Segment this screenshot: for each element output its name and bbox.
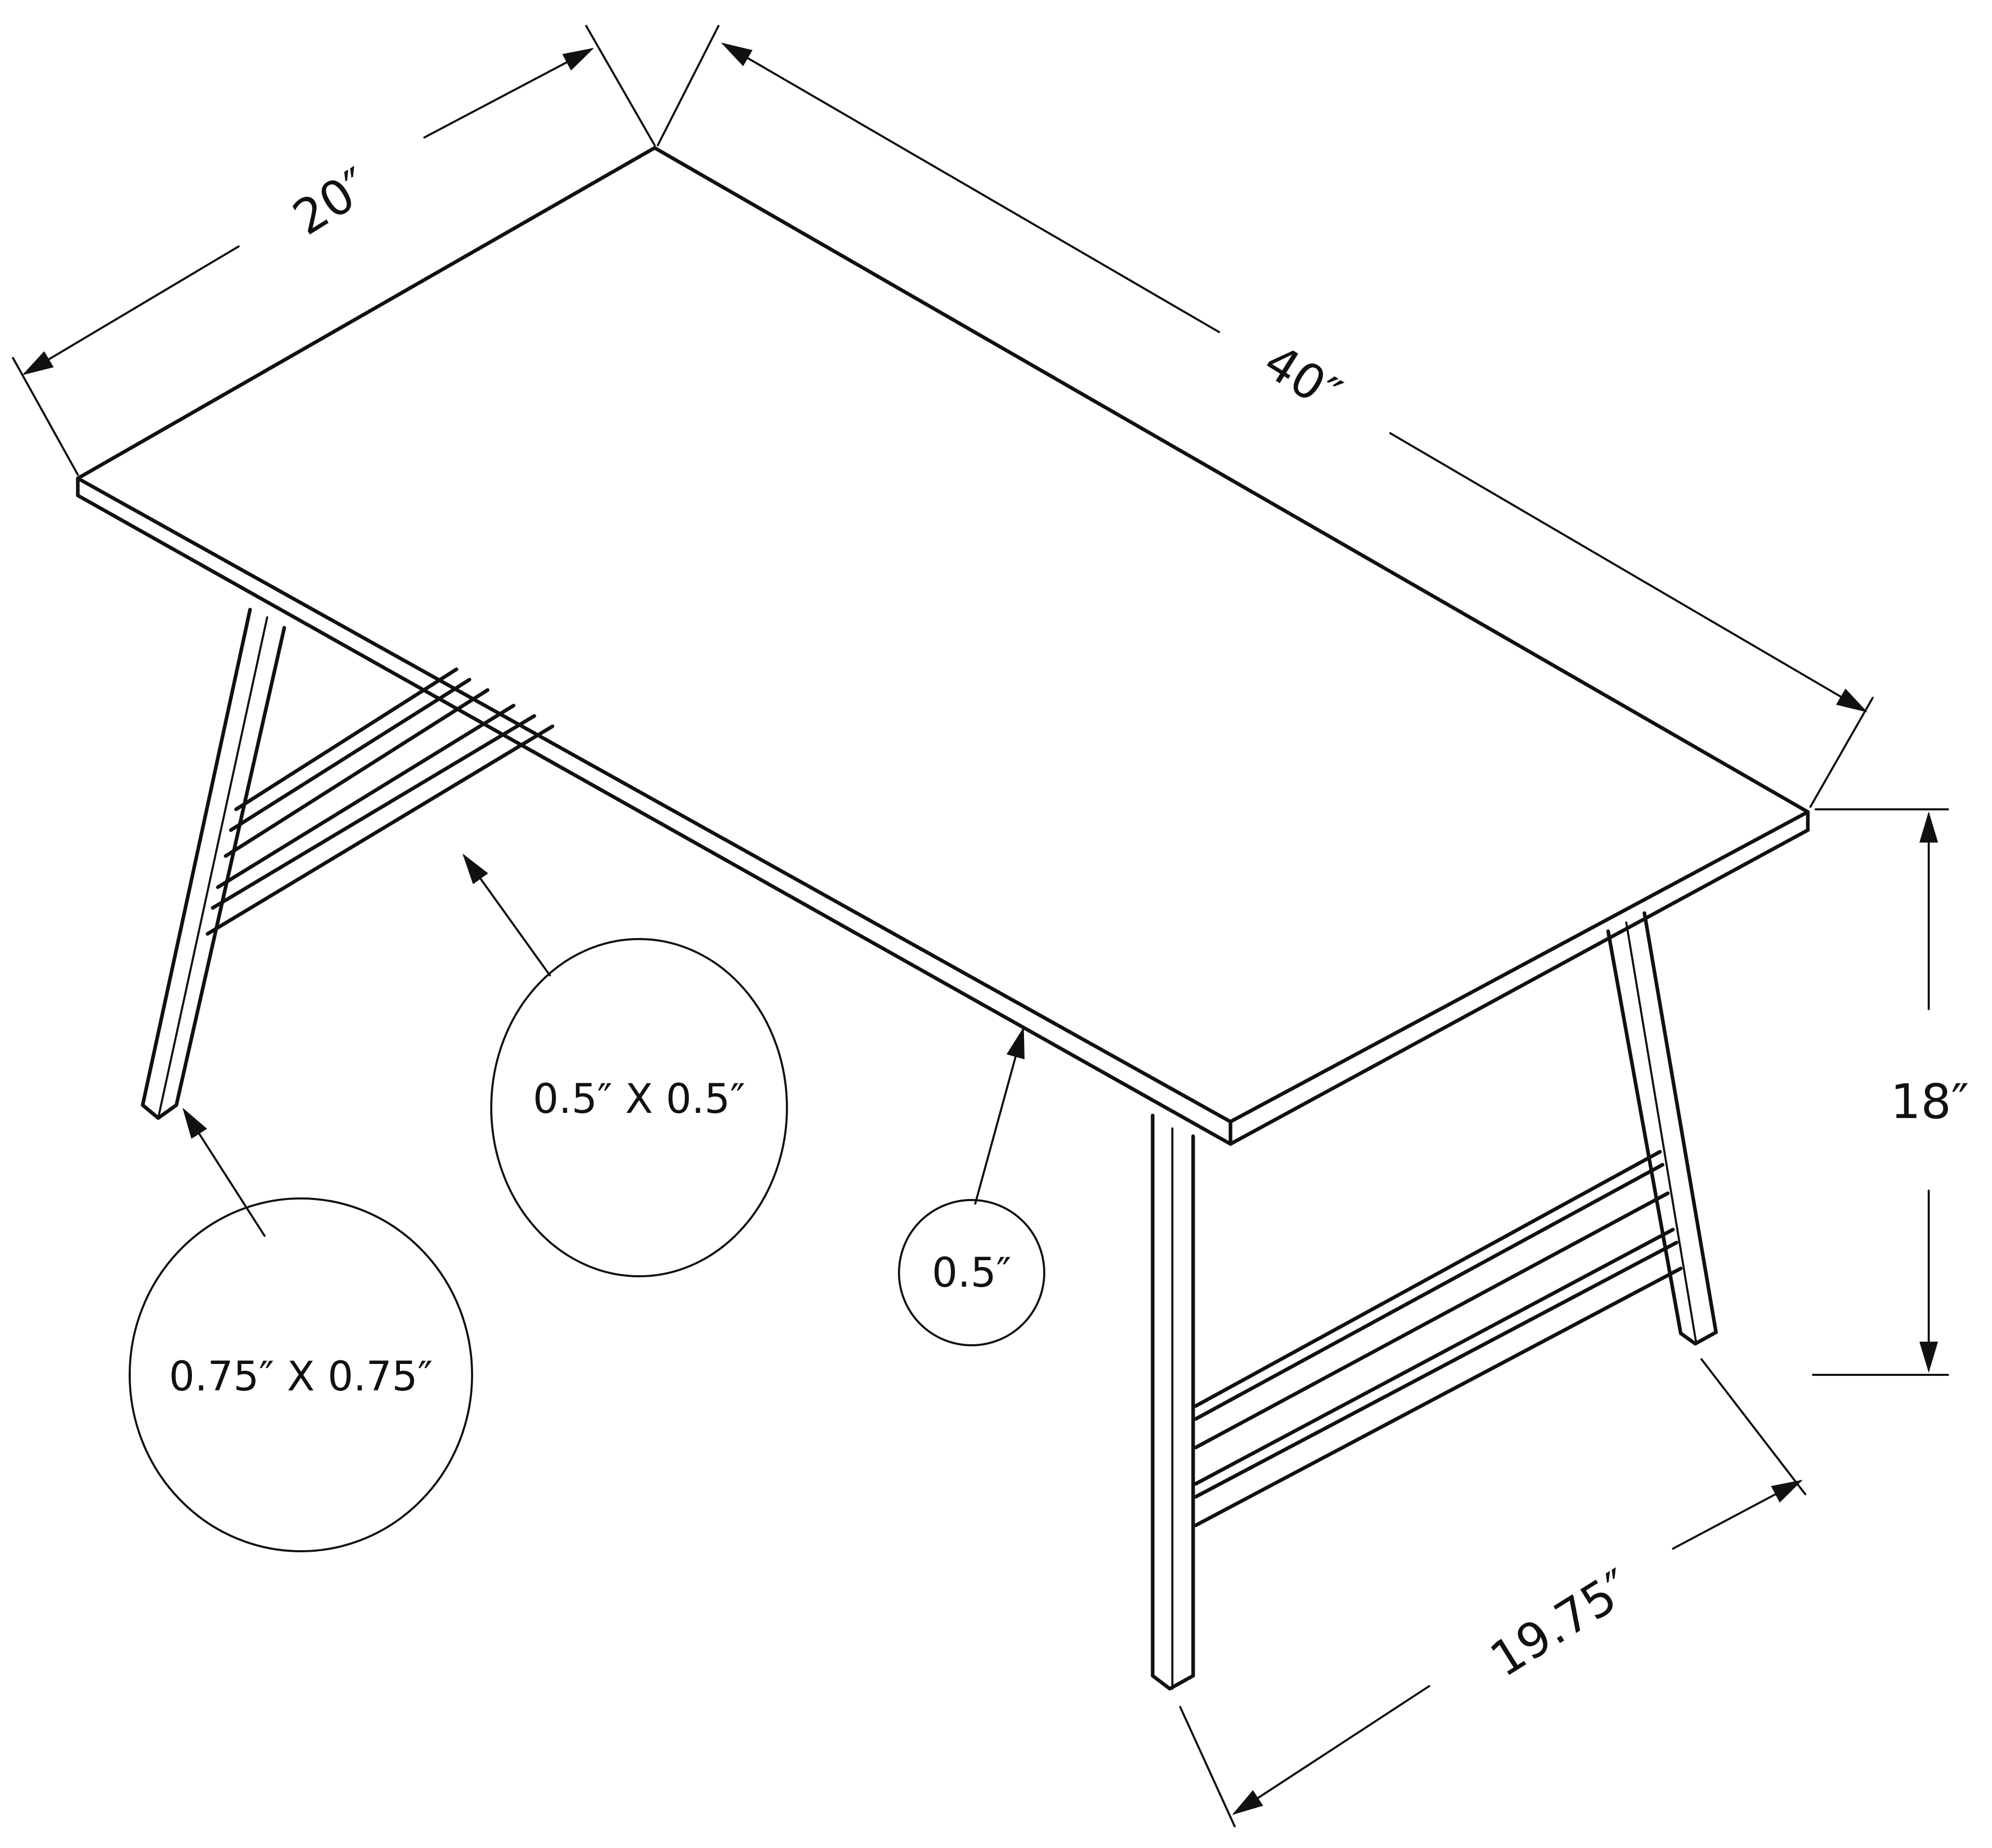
front-leg-assembly bbox=[1151, 911, 1718, 1691]
dimension-leg-span: 19.75″ bbox=[1179, 1358, 1806, 1827]
dimension-length: 40″ bbox=[657, 25, 1874, 808]
callout-stretcher: 0.5″ X 0.5″ bbox=[462, 853, 788, 1277]
callout-top-thickness: 0.5″ bbox=[898, 1027, 1045, 1346]
dimension-leg-span-label: 19.75″ bbox=[1481, 1559, 1641, 1688]
left-leg-assembly bbox=[141, 608, 555, 1120]
dimension-width-label: 20″ bbox=[284, 157, 380, 246]
dimension-length-label: 40″ bbox=[1254, 334, 1350, 422]
dimension-width: 20″ bbox=[12, 25, 656, 476]
callout-stretcher-label: 0.5″ X 0.5″ bbox=[533, 1076, 745, 1123]
callout-top-thickness-label: 0.5″ bbox=[932, 1250, 1011, 1297]
dimension-height: 18″ bbox=[1812, 808, 1969, 1376]
callout-leg: 0.75″ X 0.75″ bbox=[129, 1107, 473, 1552]
dimension-height-label: 18″ bbox=[1890, 1074, 1969, 1129]
table-top bbox=[76, 146, 1810, 1146]
callout-leg-label: 0.75″ X 0.75″ bbox=[169, 1354, 433, 1400]
